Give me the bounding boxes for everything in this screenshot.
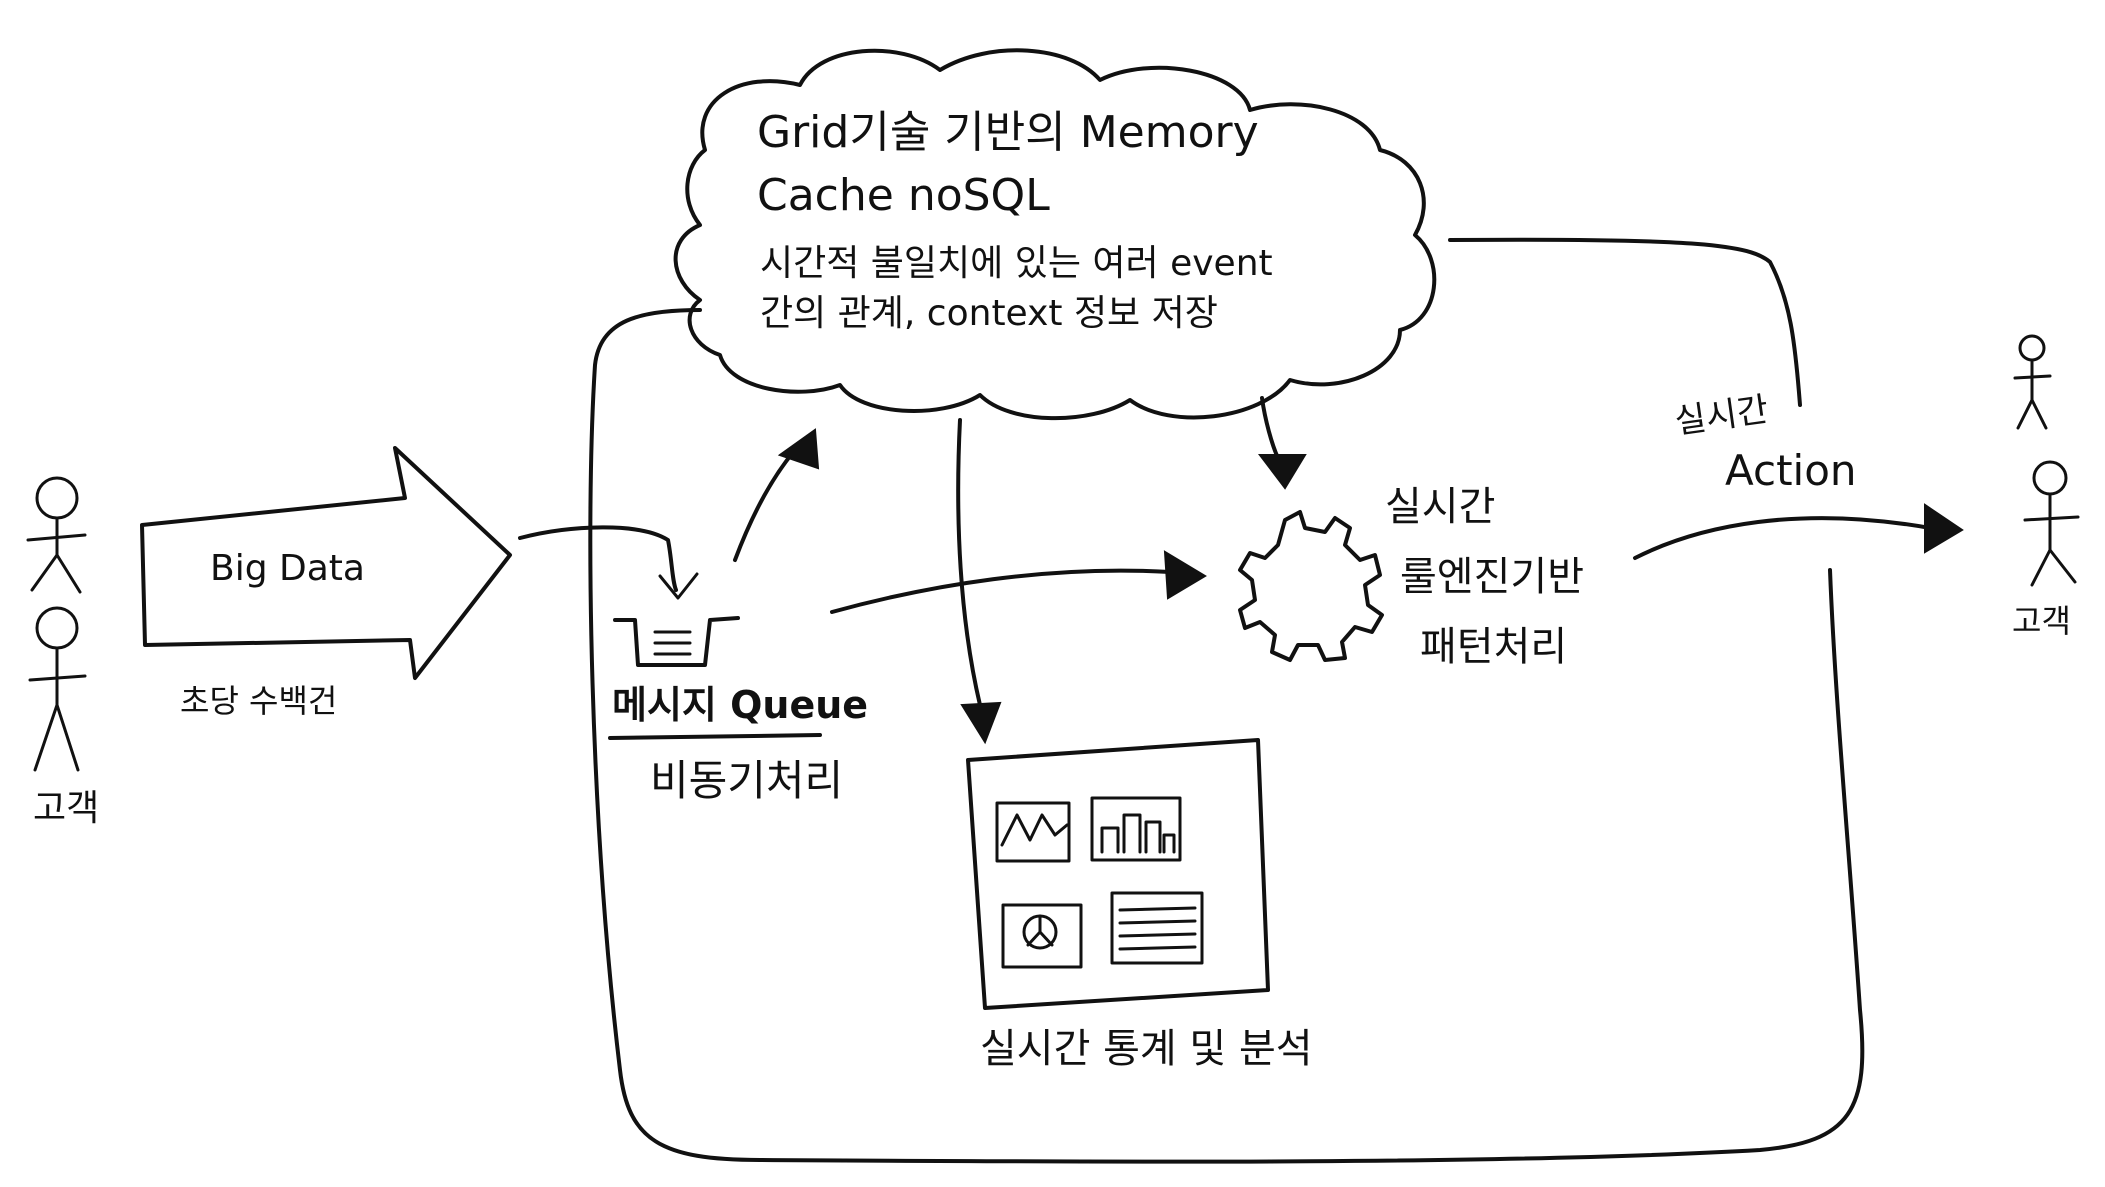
gear-icon xyxy=(1238,510,1384,662)
right-customer-figure-1 xyxy=(2013,334,2052,430)
queue-label: 메시지 Queue xyxy=(612,683,868,727)
arrow-queue-to-cloud xyxy=(733,448,797,562)
arrow-queue-to-engine xyxy=(830,568,1172,614)
cloud-desc-line1: 시간적 불일치에 있는 여러 event xyxy=(760,243,1273,284)
cloud-title-line2: Cache noSQL xyxy=(757,170,1050,221)
arrow-cloud-to-engine xyxy=(1260,396,1280,460)
cloud-title-line1: Grid기술 기반의 Memory xyxy=(757,107,1259,158)
arrow-engine-to-customers-head xyxy=(1924,503,1964,554)
right-customer-figure-2 xyxy=(2023,460,2080,587)
left-customer-figure-2 xyxy=(28,606,87,772)
right-customer-label: 고객 xyxy=(2012,602,2071,640)
arrow-cloud-to-engine-head xyxy=(1257,454,1307,490)
system-boundary xyxy=(588,237,1865,1164)
engine-label-line1: 실시간 xyxy=(1385,484,1495,530)
rate-label: 초당 수백건 xyxy=(180,682,337,720)
engine-label-line2: 룰엔진기반 xyxy=(1400,554,1584,600)
pie-chart-widget xyxy=(1001,903,1083,969)
bar-chart-widget xyxy=(1090,796,1182,862)
message-queue-icon xyxy=(613,616,740,667)
engine-label-line3: 패턴처리 xyxy=(1420,624,1567,670)
queue-sub-label: 비동기처리 xyxy=(650,756,843,805)
cloud-desc-line2: 간의 관계, context 정보 저장 xyxy=(760,293,1218,334)
cloud-shape xyxy=(673,48,1437,421)
left-customer-figure-1 xyxy=(26,476,87,594)
dashboard-label: 실시간 통계 및 분석 xyxy=(980,1026,1313,1072)
action-label-line1: 실시간 xyxy=(1672,390,1770,443)
arrow-cloud-to-dashboard xyxy=(956,418,982,707)
action-label-line2: Action xyxy=(1725,446,1857,495)
big-data-arrow xyxy=(140,446,512,680)
arrow-queue-to-engine-head xyxy=(1163,550,1207,600)
left-customer-label: 고객 xyxy=(33,788,99,829)
arrow-cloud-to-dashboard-head xyxy=(960,701,1002,745)
arrow-to-queue-head xyxy=(658,572,699,600)
arrow-to-queue xyxy=(518,525,678,592)
queue-underline xyxy=(608,733,822,740)
dashboard-panel xyxy=(966,738,1270,1010)
arrow-engine-to-customers xyxy=(1633,516,1932,560)
text-list-widget xyxy=(1110,891,1204,965)
big-data-label: Big Data xyxy=(210,548,365,589)
line-chart-widget xyxy=(995,801,1071,863)
arrow-queue-to-cloud-head xyxy=(777,428,820,470)
